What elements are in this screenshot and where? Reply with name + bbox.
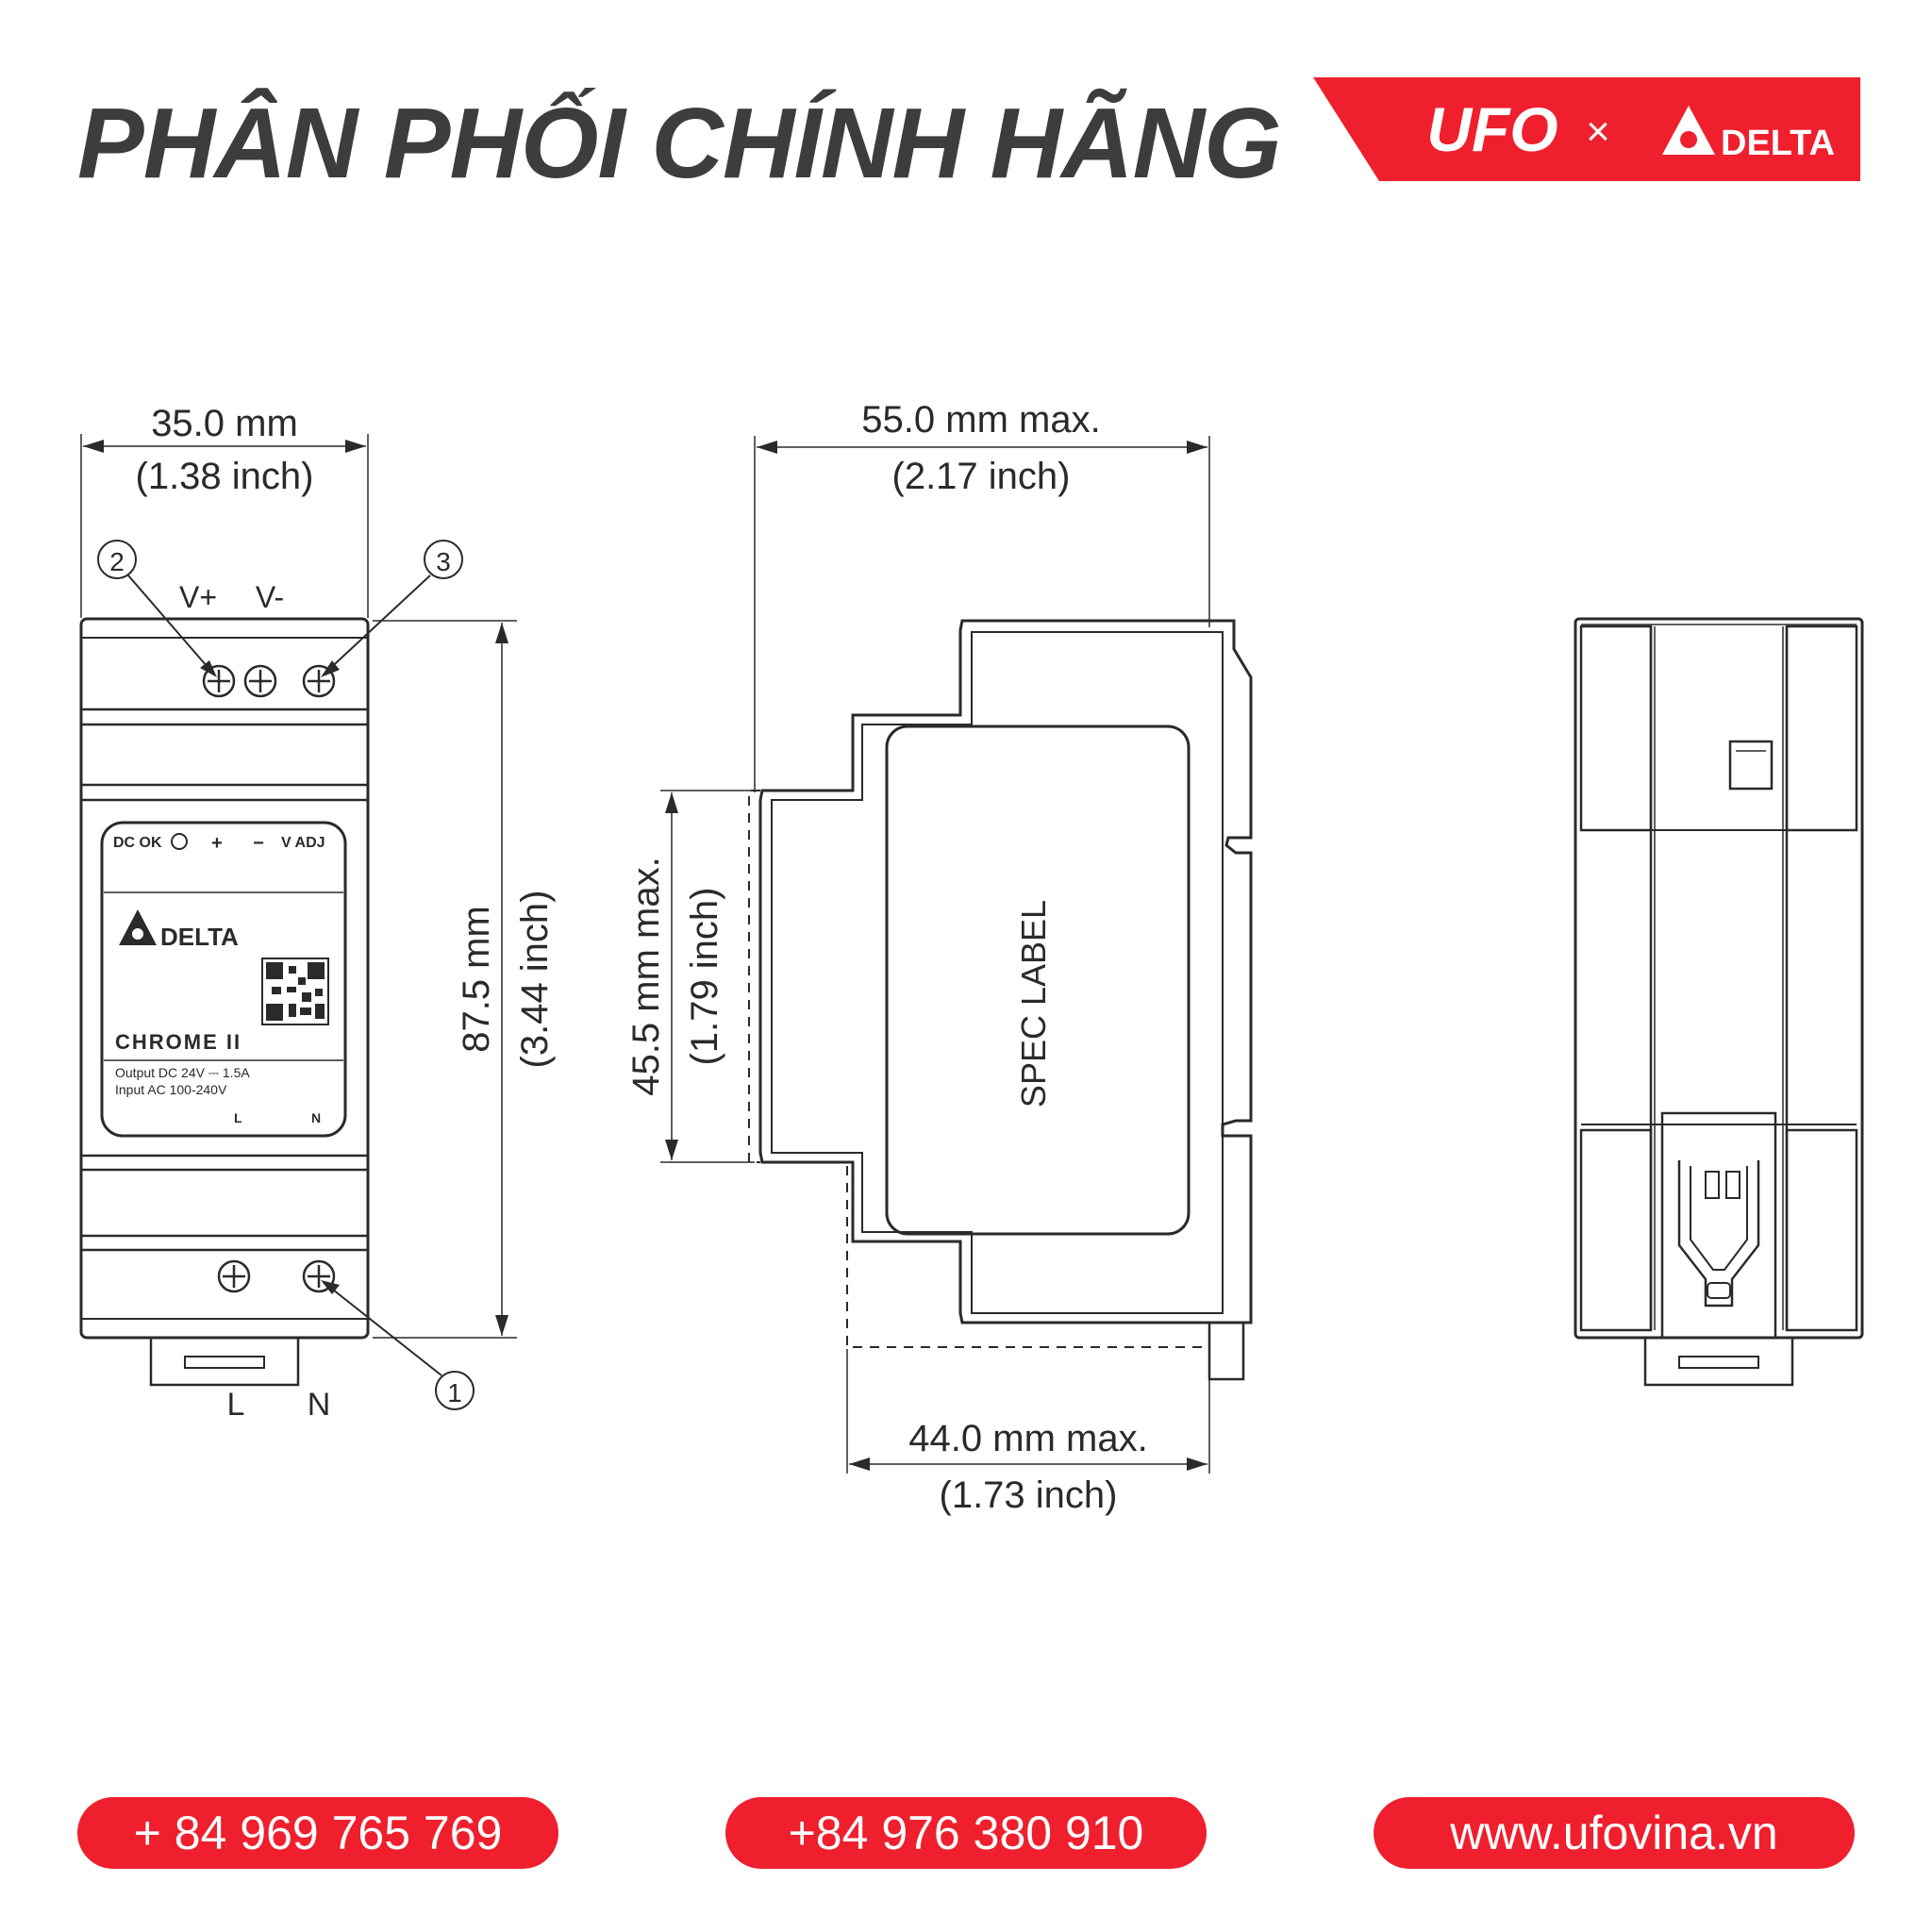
terminal-screw-icon [302, 1259, 336, 1293]
callout-circle [424, 540, 463, 579]
front-height-mm: 87.5 mm [456, 906, 497, 1053]
din-latch-icon [1660, 1111, 1777, 1340]
panel-plus: + [211, 833, 223, 854]
terminal-label-vplus: V+ [179, 580, 217, 614]
phone-2-button[interactable]: +84 976 380 910 [725, 1797, 1207, 1869]
qr-code-icon [261, 958, 329, 1025]
delta-logo-icon [1662, 106, 1715, 155]
side-front-height-inch: (1.79 inch) [684, 888, 725, 1066]
panel-brand: DELTA [160, 923, 239, 951]
terminal-screw-icon [217, 1259, 251, 1293]
side-housing [758, 619, 1253, 1324]
panel-vadj: V ADJ [281, 835, 325, 851]
callout-circle [435, 1371, 475, 1410]
delta-logo-text: DELTA [1721, 124, 1835, 163]
panel-series: CHROME II [115, 1030, 242, 1054]
callout-1: 1 [447, 1378, 462, 1407]
page-title: PHÂN PHỐI CHÍNH HÃNG [77, 88, 1282, 199]
bottom-label-n: N [308, 1387, 331, 1423]
front-height-inch: (3.44 inch) [514, 891, 556, 1069]
panel-output: Output DC 24V ⎓ 1.5A [115, 1065, 250, 1080]
side-depth-inch: (2.17 inch) [892, 456, 1071, 497]
side-inner-mm: 44.0 mm max. [908, 1418, 1147, 1459]
spec-label-area [885, 724, 1191, 1236]
terminal-label-vminus: V- [256, 580, 284, 614]
terminal-screw-icon [243, 664, 277, 698]
brand-banner: UFO × DELTA [1313, 77, 1860, 181]
panel-n: N [311, 1110, 321, 1125]
rear-housing [1574, 617, 1864, 1340]
side-depth-mm: 55.0 mm max. [861, 399, 1100, 441]
callout-circle [97, 540, 137, 579]
panel-dc-ok: DC OK [113, 835, 162, 851]
front-label-panel [100, 821, 347, 1138]
din-clip [149, 1336, 300, 1387]
callout-3: 3 [436, 547, 451, 576]
terminal-screw-icon [302, 664, 336, 698]
ufo-logo: UFO [1426, 94, 1557, 164]
brand-banner-bg [1313, 77, 1860, 181]
brand-separator: × [1586, 108, 1610, 155]
panel-l: L [234, 1110, 242, 1125]
side-front-height-mm: 45.5 mm max. [625, 857, 667, 1095]
delta-panel-logo-icon [119, 909, 157, 945]
front-width-mm: 35.0 mm [151, 403, 298, 444]
rear-window [1728, 740, 1774, 791]
side-view: 55.0 mm max. (2.17 inch) 45.5 mm max. (1… [625, 399, 1253, 1516]
callout-2: 2 [109, 547, 125, 576]
side-inner-inch: (1.73 inch) [940, 1474, 1118, 1516]
front-width-inch: (1.38 inch) [136, 456, 314, 497]
website-link[interactable]: www.ufovina.vn [1374, 1797, 1855, 1869]
terminal-screw-icon [202, 664, 236, 698]
bottom-label-l: L [227, 1387, 245, 1423]
spec-label-text: SPEC LABEL [1014, 900, 1053, 1108]
phone-1-button[interactable]: + 84 969 765 769 [77, 1797, 558, 1869]
front-view: 35.0 mm (1.38 inch) 87.5 mm (3.44 inch) [79, 403, 556, 1423]
panel-minus: − [253, 833, 264, 854]
panel-input: Input AC 100-240V [115, 1082, 227, 1097]
rear-view [1574, 617, 1864, 1387]
dc-ok-led-icon [171, 833, 188, 850]
